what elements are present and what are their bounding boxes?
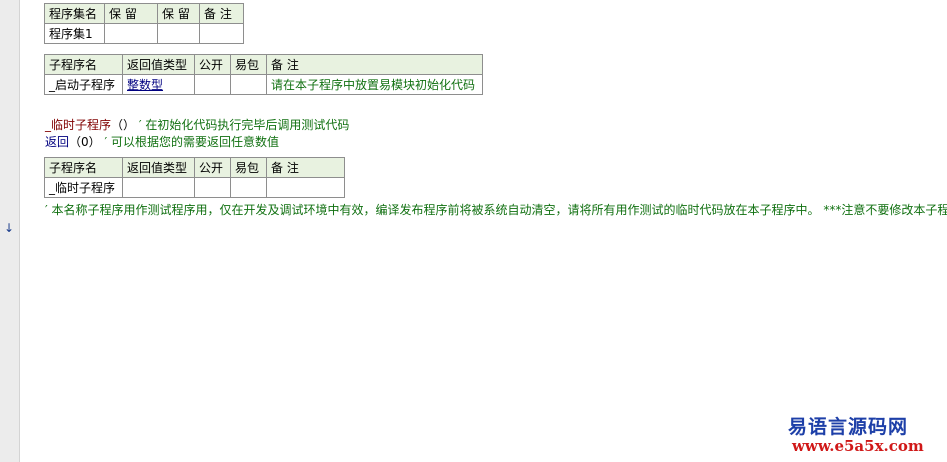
header-easy-pkg: 易包 xyxy=(230,54,267,75)
easy-pkg-cell[interactable] xyxy=(230,74,267,95)
remark-cell[interactable]: 请在本子程序中放置易模块初始化代码 xyxy=(266,74,483,95)
remark-cell[interactable] xyxy=(266,177,345,198)
public-cell[interactable] xyxy=(194,74,231,95)
public-cell[interactable] xyxy=(194,177,231,198)
startup-sub-table-header: 子程序名 返回值类型 公开 易包 备 注 xyxy=(44,54,483,75)
return-type-cell[interactable] xyxy=(122,177,195,198)
down-arrow-icon: ↓ xyxy=(4,221,15,235)
table-row[interactable]: _临时子程序 xyxy=(44,177,345,198)
sub-name-cell[interactable]: _启动子程序 xyxy=(44,74,123,95)
header-sub-name: 子程序名 xyxy=(44,157,123,178)
header-remark: 备 注 xyxy=(266,54,483,75)
remark-cell[interactable] xyxy=(199,23,244,44)
code-line-return[interactable]: 返回（0） ′ 可以根据您的需要返回任意数值 xyxy=(45,134,279,150)
header-assembly-name: 程序集名 xyxy=(44,3,105,24)
header-easy-pkg: 易包 xyxy=(230,157,267,178)
header-sub-name: 子程序名 xyxy=(44,54,123,75)
assembly-table: 程序集名 保 留 保 留 备 注 程序集1 xyxy=(44,3,244,44)
header-remark: 备 注 xyxy=(199,3,244,24)
editor-gutter[interactable] xyxy=(0,0,20,462)
call-comment: ′ 在初始化代码执行完毕后调用测试代码 xyxy=(138,118,350,132)
header-return-type: 返回值类型 xyxy=(122,157,195,178)
reserved-cell-2[interactable] xyxy=(157,23,200,44)
easy-pkg-cell[interactable] xyxy=(230,177,267,198)
startup-sub-table: 子程序名 返回值类型 公开 易包 备 注 _启动子程序 整数型 请在本子程序中放… xyxy=(44,54,483,95)
reserved-cell-1[interactable] xyxy=(104,23,158,44)
table-row[interactable]: 程序集1 xyxy=(44,23,244,44)
header-reserved-2: 保 留 xyxy=(157,3,200,24)
header-reserved-1: 保 留 xyxy=(104,3,158,24)
return-comment: ′ 可以根据您的需要返回任意数值 xyxy=(104,135,280,149)
temp-sub-table-header: 子程序名 返回值类型 公开 易包 备 注 xyxy=(44,157,345,178)
sub-name-cell[interactable]: _临时子程序 xyxy=(44,177,123,198)
watermark-url: www.e5a5x.com xyxy=(792,437,924,455)
header-remark: 备 注 xyxy=(266,157,345,178)
return-type-cell[interactable]: 整数型 xyxy=(122,74,195,95)
header-public: 公开 xyxy=(194,157,231,178)
call-parens: （） xyxy=(111,118,136,132)
temp-sub-table: 子程序名 返回值类型 公开 易包 备 注 _临时子程序 xyxy=(44,157,345,198)
header-public: 公开 xyxy=(194,54,231,75)
assembly-name-cell[interactable]: 程序集1 xyxy=(44,23,105,44)
watermark-title: 易语言源码网 xyxy=(788,416,909,438)
table-row[interactable]: _启动子程序 整数型 请在本子程序中放置易模块初始化代码 xyxy=(44,74,483,95)
long-comment-line[interactable]: ′ 本名称子程序用作测试程序用，仅在开发及调试环境中有效，编译发布程序前将被系统… xyxy=(45,203,947,217)
return-args: （0） xyxy=(69,135,101,149)
call-subroutine-name[interactable]: _临时子程序 xyxy=(45,118,112,132)
code-line-call[interactable]: _临时子程序（） ′ 在初始化代码执行完毕后调用测试代码 xyxy=(45,117,349,133)
return-keyword: 返回 xyxy=(45,135,70,149)
header-return-type: 返回值类型 xyxy=(122,54,195,75)
assembly-table-header: 程序集名 保 留 保 留 备 注 xyxy=(44,3,244,24)
return-type-link[interactable]: 整数型 xyxy=(127,78,164,92)
